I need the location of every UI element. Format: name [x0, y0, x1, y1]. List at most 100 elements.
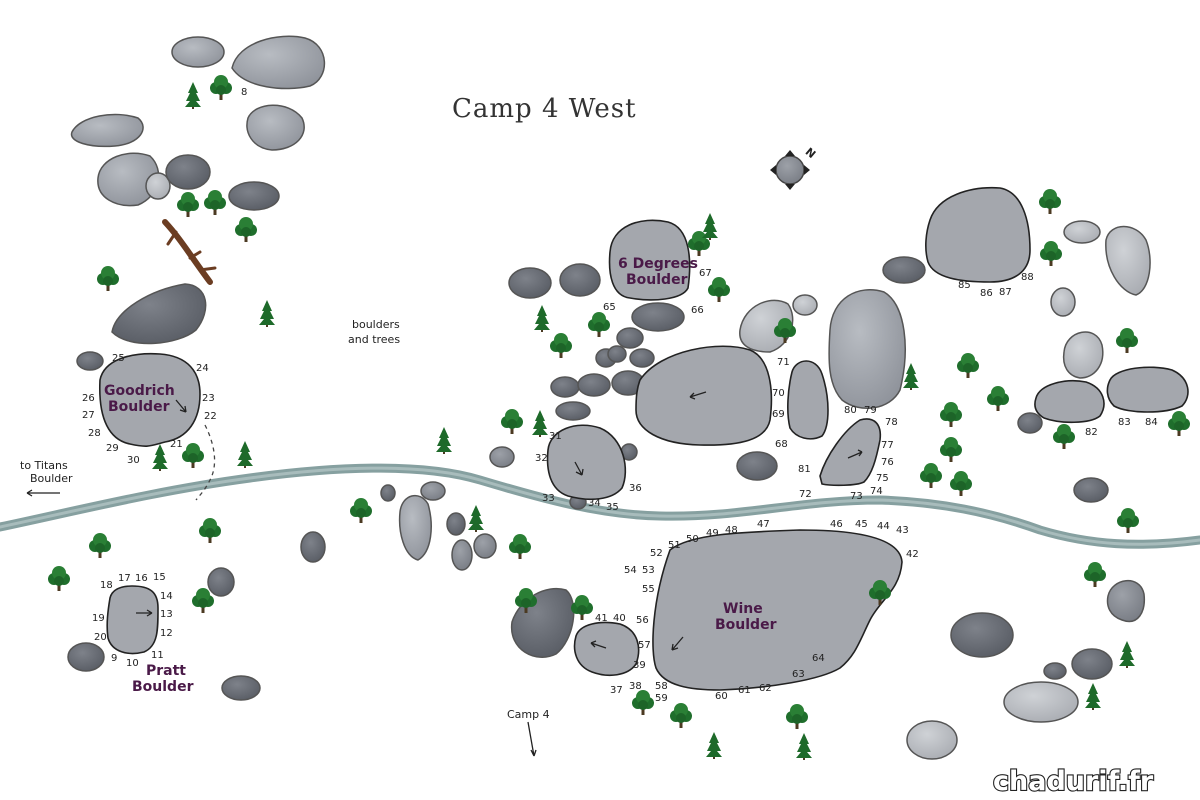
problem-number: 15: [153, 572, 166, 583]
fallen-log: [162, 219, 217, 285]
problem-number: 20: [94, 632, 107, 643]
problem-number: 8: [241, 87, 247, 98]
problem-number: 52: [650, 548, 663, 559]
problem-number: 67: [699, 268, 712, 279]
problem-number: 37: [610, 685, 623, 696]
problem-number: 28: [88, 428, 101, 439]
svg-text:Goodrich: Goodrich: [104, 383, 175, 399]
compass-north-label: N: [803, 145, 818, 161]
pratt-boulder-shape[interactable]: [106, 585, 159, 655]
rocks-river-left: [300, 446, 515, 571]
problem-number: 86: [980, 288, 993, 299]
boulder-37[interactable]: [573, 621, 640, 677]
problem-number: 85: [958, 280, 971, 291]
problem-number: 57: [638, 640, 651, 651]
problem-number: 80: [844, 405, 857, 416]
problem-number: 17: [118, 573, 131, 584]
goodrich-boulder-shape[interactable]: [99, 352, 201, 447]
problem-number: 43: [896, 525, 909, 536]
problem-number: 16: [135, 573, 148, 584]
problem-number: 88: [1021, 272, 1034, 283]
trail: [195, 424, 216, 501]
problem-number: 14: [160, 591, 173, 602]
boulder-72[interactable]: [819, 418, 882, 487]
boulder-68[interactable]: [635, 345, 773, 446]
problem-number: 35: [606, 502, 619, 513]
rocks-middle-cluster: [508, 256, 926, 510]
problem-number: 78: [885, 417, 898, 428]
problem-number: 48: [725, 525, 738, 536]
problem-number: 84: [1145, 417, 1158, 428]
problem-number: 79: [864, 405, 877, 416]
problem-number: 18: [100, 580, 113, 591]
problem-number: 74: [870, 486, 883, 497]
problem-number: 56: [636, 615, 649, 626]
problem-number: 75: [876, 473, 889, 484]
svg-text:6 Degrees: 6 Degrees: [618, 256, 698, 272]
problem-number: 83: [1118, 417, 1131, 428]
problem-number: 41: [595, 613, 608, 624]
six-degrees-boulder-shape[interactable]: [608, 219, 691, 301]
svg-text:Camp 4: Camp 4: [507, 708, 550, 721]
problem-number: 50: [686, 534, 699, 545]
problem-number: 32: [535, 453, 548, 464]
feature-text: boulders: [352, 318, 400, 331]
problem-number: 23: [202, 393, 215, 404]
svg-text:Pratt: Pratt: [146, 663, 186, 679]
problem-number: 68: [775, 439, 788, 450]
svg-text:Wine: Wine: [723, 601, 763, 617]
boulder-71[interactable]: [787, 360, 829, 440]
problem-number: 38: [629, 681, 642, 692]
watermark: chadurif.fr: [993, 766, 1154, 797]
problem-number: 29: [106, 443, 119, 454]
boulder-31[interactable]: [546, 424, 627, 501]
svg-text:boulders: boulders: [352, 318, 400, 331]
problem-number: 47: [757, 519, 770, 530]
problem-number: 58: [655, 681, 668, 692]
rocks-top-left: [70, 35, 326, 371]
problem-number: 61: [738, 685, 751, 696]
problem-number: 62: [759, 683, 772, 694]
problem-number: 76: [881, 457, 894, 468]
feature-text: and trees: [348, 333, 400, 346]
problem-number: 33: [542, 493, 555, 504]
svg-text:and trees: and trees: [348, 333, 400, 346]
problem-number: 42: [906, 549, 919, 560]
problem-number: 13: [160, 609, 173, 620]
svg-text:Boulder: Boulder: [715, 617, 777, 633]
boulder-name: 6 Degrees: [618, 256, 698, 272]
boulder-name: Boulder: [715, 617, 777, 633]
problem-number: 36: [629, 483, 642, 494]
problem-number: 87: [999, 287, 1012, 298]
boulder-82[interactable]: [1034, 380, 1105, 424]
problem-number: 63: [792, 669, 805, 680]
problem-number: 39: [633, 660, 646, 671]
problem-number: 64: [812, 653, 825, 664]
svg-text:Boulder: Boulder: [108, 399, 170, 415]
boulder-name: Pratt: [146, 663, 186, 679]
boulder-name: Wine: [723, 601, 763, 617]
problem-number: 77: [881, 440, 894, 451]
problem-numbers: 21 22 23 24 25 26 27 28 29 30 65 66 67 9…: [82, 87, 1158, 704]
svg-text:Boulder: Boulder: [30, 472, 73, 485]
problem-number: 11: [151, 650, 164, 661]
feature-text: Camp 4: [507, 708, 550, 721]
map-title: Camp 4 West: [452, 94, 637, 124]
boulder-name: Boulder: [108, 399, 170, 415]
boulder-83[interactable]: [1106, 366, 1189, 413]
problem-number: 31: [549, 431, 562, 442]
problem-number: 12: [160, 628, 173, 639]
problem-number: 26: [82, 393, 95, 404]
boulder-name: Boulder: [626, 272, 688, 288]
problem-number: 24: [196, 363, 209, 374]
wine-boulder-shape[interactable]: [652, 529, 903, 691]
problem-number: 44: [877, 521, 890, 532]
rocks-pratt-area: [67, 567, 261, 701]
problem-number: 21: [170, 439, 183, 450]
problem-number: 30: [127, 455, 140, 466]
boulder-85[interactable]: [925, 186, 1031, 283]
boulder-name: Goodrich: [104, 383, 175, 399]
problem-number: 82: [1085, 427, 1098, 438]
problem-number: 73: [850, 491, 863, 502]
